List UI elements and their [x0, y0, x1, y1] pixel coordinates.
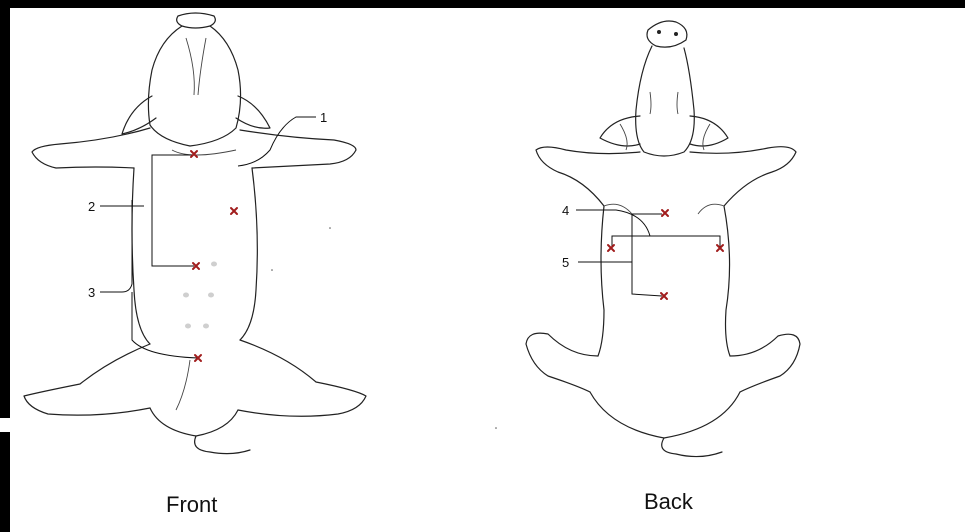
- front-label-2: 2: [88, 199, 95, 214]
- front-view-pig: [24, 13, 366, 454]
- front-label-3: 3: [88, 285, 95, 300]
- front-leader-lines: [100, 117, 316, 358]
- back-label-5: 5: [562, 255, 569, 270]
- front-view-caption: Front: [166, 492, 217, 518]
- cross-mark-icon: [231, 208, 237, 214]
- back-view-pig: [526, 21, 800, 457]
- back-view-caption: Back: [644, 489, 693, 515]
- back-label-4: 4: [562, 203, 569, 218]
- back-leader-lines: [576, 210, 720, 296]
- cross-mark-icon: [662, 210, 668, 216]
- front-label-1: 1: [320, 110, 327, 125]
- cross-mark-icon: [191, 151, 197, 157]
- cross-mark-icon: [608, 245, 614, 251]
